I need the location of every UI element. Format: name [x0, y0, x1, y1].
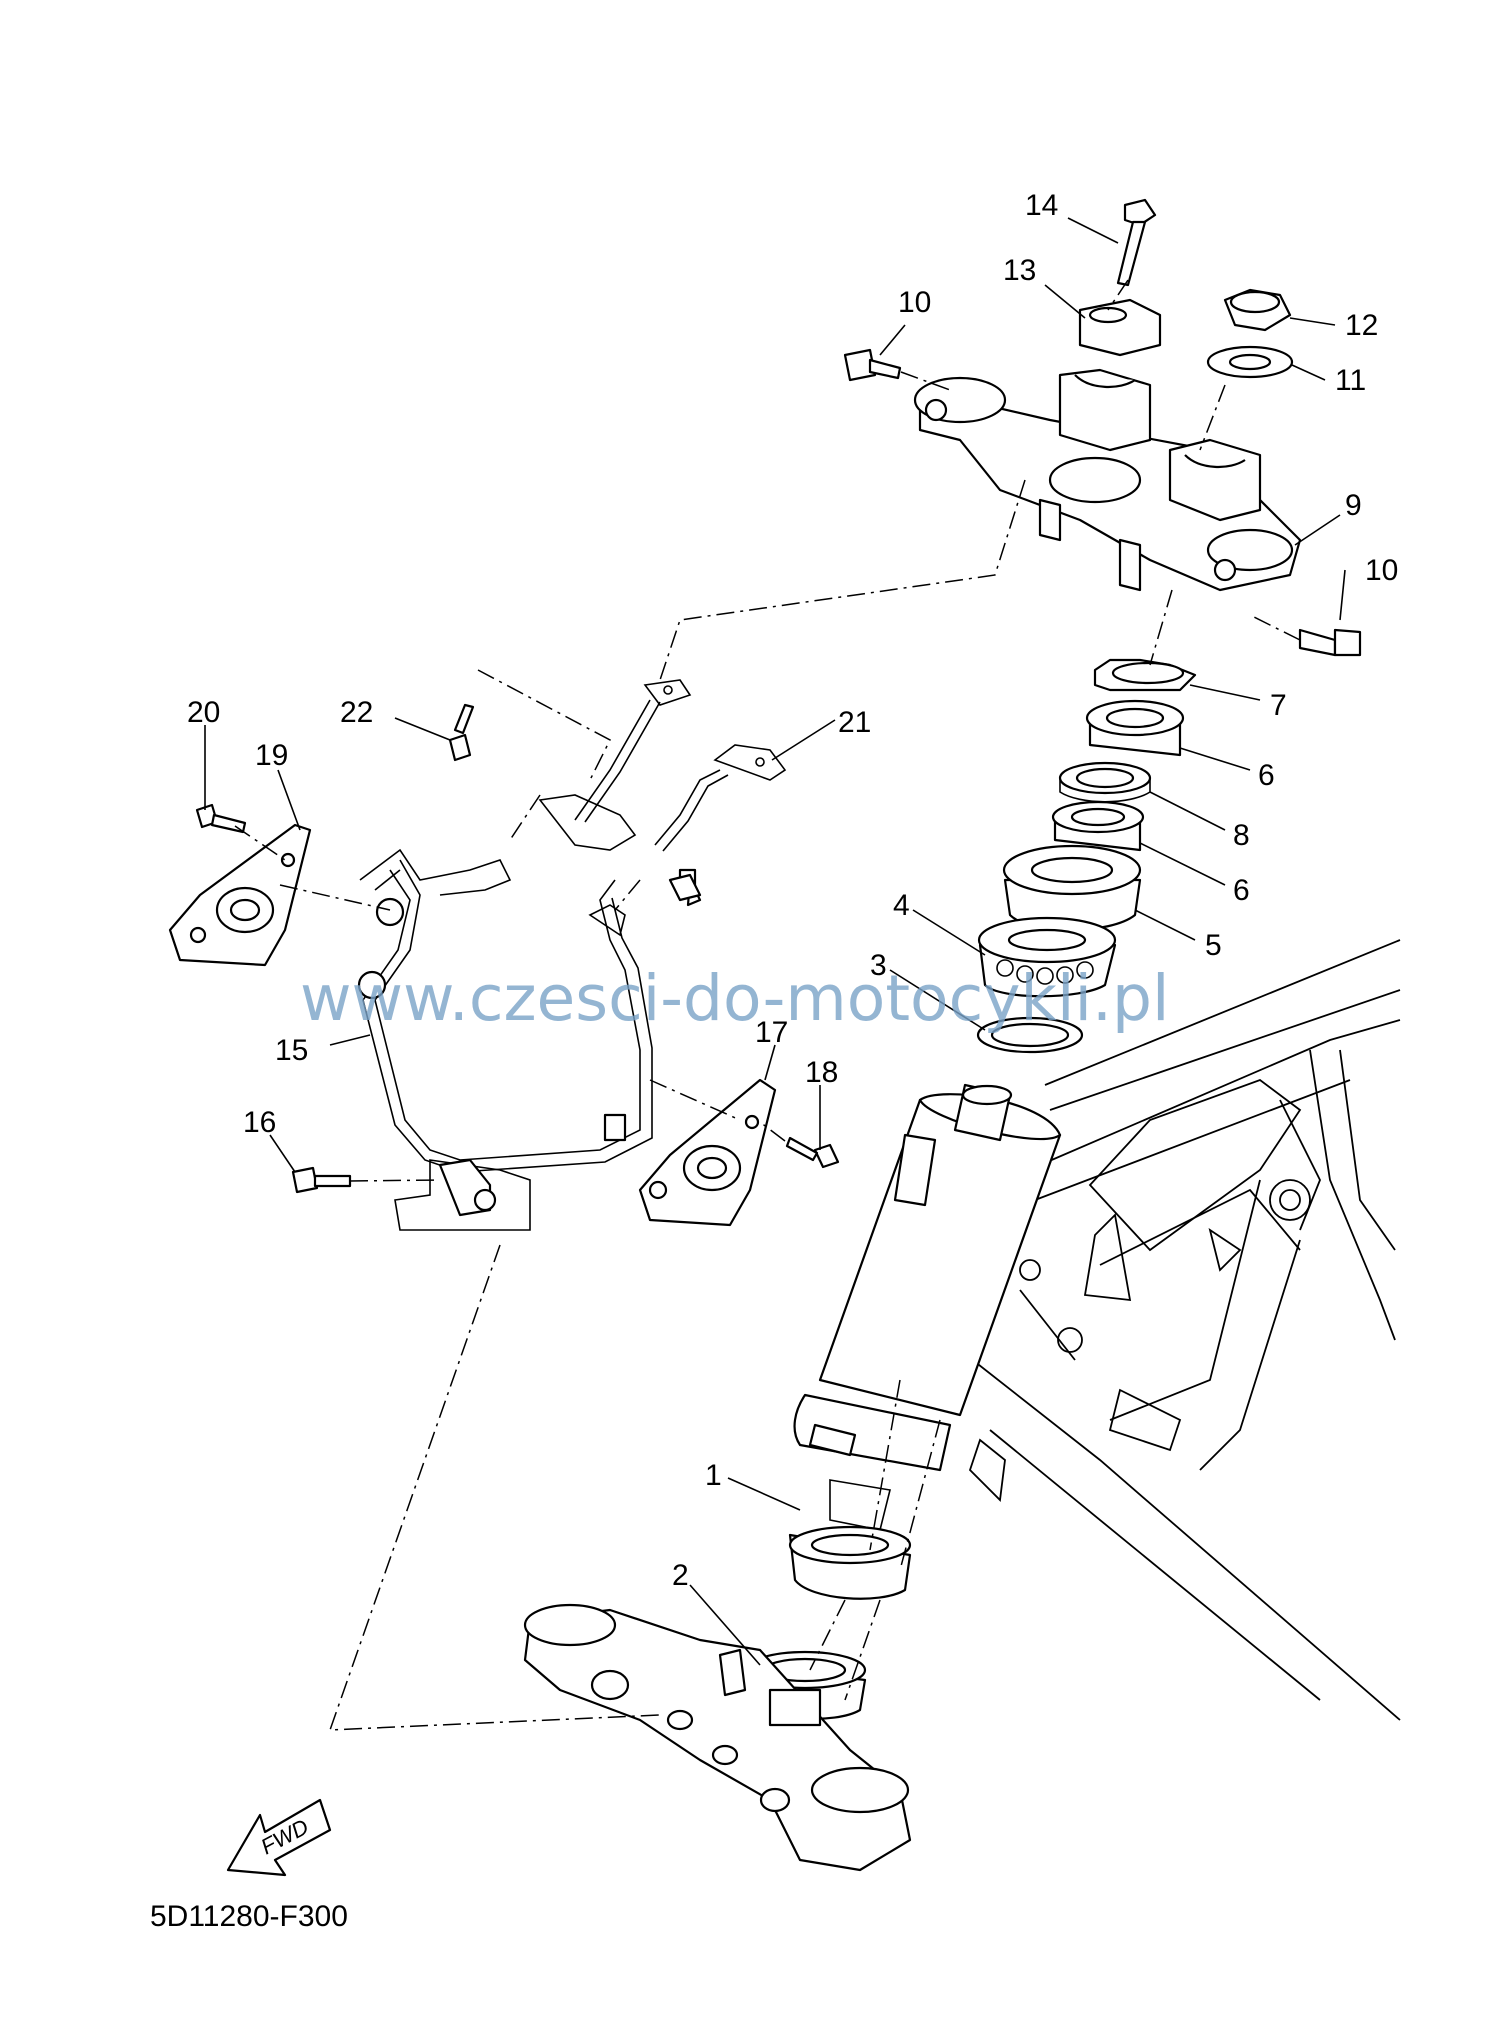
callout-12: 12 — [1345, 309, 1378, 342]
callout-18: 18 — [805, 1056, 838, 1089]
callout-2: 2 — [672, 1559, 689, 1592]
part-21-clip — [668, 873, 702, 902]
callout-10-upper: 10 — [898, 286, 931, 319]
lower-bracket-stem — [523, 1603, 912, 1872]
part-10-bolt-right — [1298, 628, 1362, 657]
callout-15: 15 — [275, 1034, 308, 1067]
part-22-bolt — [448, 703, 475, 762]
upper-bracket — [913, 368, 1302, 592]
part-1-bearing — [788, 1525, 912, 1600]
diagram-code: 5D11280-F300 — [150, 1900, 348, 1933]
part-6-ring-nut-upper — [1085, 699, 1185, 757]
fwd-arrow-icon: FWD — [226, 1798, 332, 1877]
callout-21: 21 — [838, 706, 871, 739]
part-21-stay-upper — [574, 679, 787, 852]
part-12-nut — [1223, 288, 1292, 332]
callout-17: 17 — [755, 1016, 788, 1049]
part-16-bolt — [291, 1166, 352, 1194]
callout-9: 9 — [1345, 489, 1362, 522]
part-13-spacer — [1078, 298, 1162, 357]
part-19-plate — [168, 823, 312, 967]
steering-head-pipe — [793, 1083, 1062, 1531]
callout-5: 5 — [1205, 929, 1222, 962]
part-8-washer — [1058, 761, 1152, 803]
part-5-bearing-race — [1002, 844, 1142, 932]
part-4-ball-bearing — [977, 916, 1117, 998]
callout-20: 20 — [187, 696, 220, 729]
callout-10-lower: 10 — [1365, 554, 1398, 587]
callout-4: 4 — [893, 889, 910, 922]
callout-14: 14 — [1025, 189, 1058, 222]
part-11-washer — [1206, 345, 1294, 379]
callout-11: 11 — [1335, 364, 1366, 397]
frame — [959, 939, 1401, 1721]
callout-16: 16 — [243, 1106, 276, 1139]
part-6-ring-nut-lower — [1051, 800, 1145, 852]
part-3-seal — [976, 1016, 1084, 1054]
callout-22: 22 — [340, 696, 373, 729]
callout-6-upper: 6 — [1258, 759, 1275, 792]
part-10-bolt-left — [843, 348, 902, 382]
assembly-lines — [234, 279, 1301, 1731]
callout-7: 7 — [1270, 689, 1287, 722]
callout-8: 8 — [1233, 819, 1250, 852]
callout-6-lower: 6 — [1233, 874, 1250, 907]
part-18-bolt — [785, 1136, 840, 1169]
callout-19: 19 — [255, 739, 288, 772]
part-14-bolt — [1116, 198, 1157, 287]
part-7-washer — [1093, 658, 1197, 692]
callout-3: 3 — [870, 949, 887, 982]
watermark-url: www.czesci-do-motocykli.pl — [300, 962, 1170, 1035]
part-17-plate — [638, 1078, 777, 1227]
callout-1: 1 — [705, 1459, 722, 1492]
callout-numbers: 14 13 10 12 11 9 10 7 6 8 6 5 4 3 20 22 … — [187, 189, 1398, 1592]
callout-13: 13 — [1003, 254, 1036, 287]
leader-lines — [204, 217, 1346, 1666]
